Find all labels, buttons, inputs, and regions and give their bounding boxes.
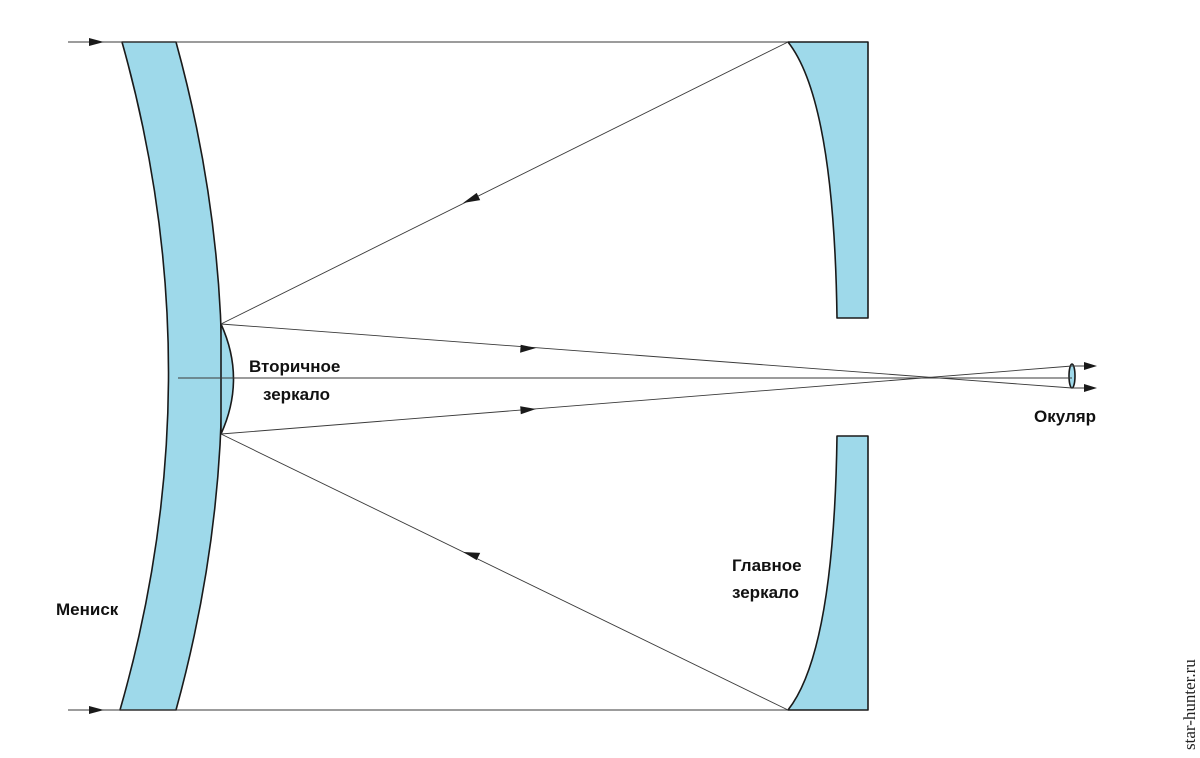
meniscus-lens	[119, 41, 223, 711]
arrow-exit-top	[1084, 362, 1097, 370]
ray-arrowheads	[89, 38, 1097, 714]
converging-ray-bottom	[220, 365, 1073, 435]
arrow-incoming-top	[89, 38, 104, 46]
primary-mirror-lower	[787, 435, 869, 711]
eyepiece-lens	[1068, 363, 1076, 389]
primary-mirror-upper	[787, 41, 869, 319]
eyepiece-label: Окуляр	[1034, 407, 1096, 426]
light-rays	[68, 41, 1094, 711]
arrow-converging-top	[520, 344, 536, 353]
secondary-mirror-label-line1: Вторичное	[249, 357, 340, 376]
watermark: star-hunter.ru	[1180, 659, 1199, 750]
primary-mirror-label-line1: Главное	[732, 556, 802, 575]
primary-mirror-label-line2: зеркало	[732, 583, 799, 602]
arrow-exit-bottom	[1084, 384, 1097, 392]
reflected-ray-bottom	[220, 433, 789, 711]
meniscus-label: Мениск	[56, 600, 119, 619]
arrow-reflected-bottom	[463, 552, 481, 561]
secondary-mirror	[220, 323, 235, 435]
secondary-mirror-label-line2: зеркало	[263, 385, 330, 404]
arrow-incoming-bottom	[89, 706, 104, 714]
arrow-converging-bottom	[520, 406, 536, 415]
arrow-reflected-top	[463, 192, 481, 203]
reflected-ray-top	[220, 41, 789, 325]
